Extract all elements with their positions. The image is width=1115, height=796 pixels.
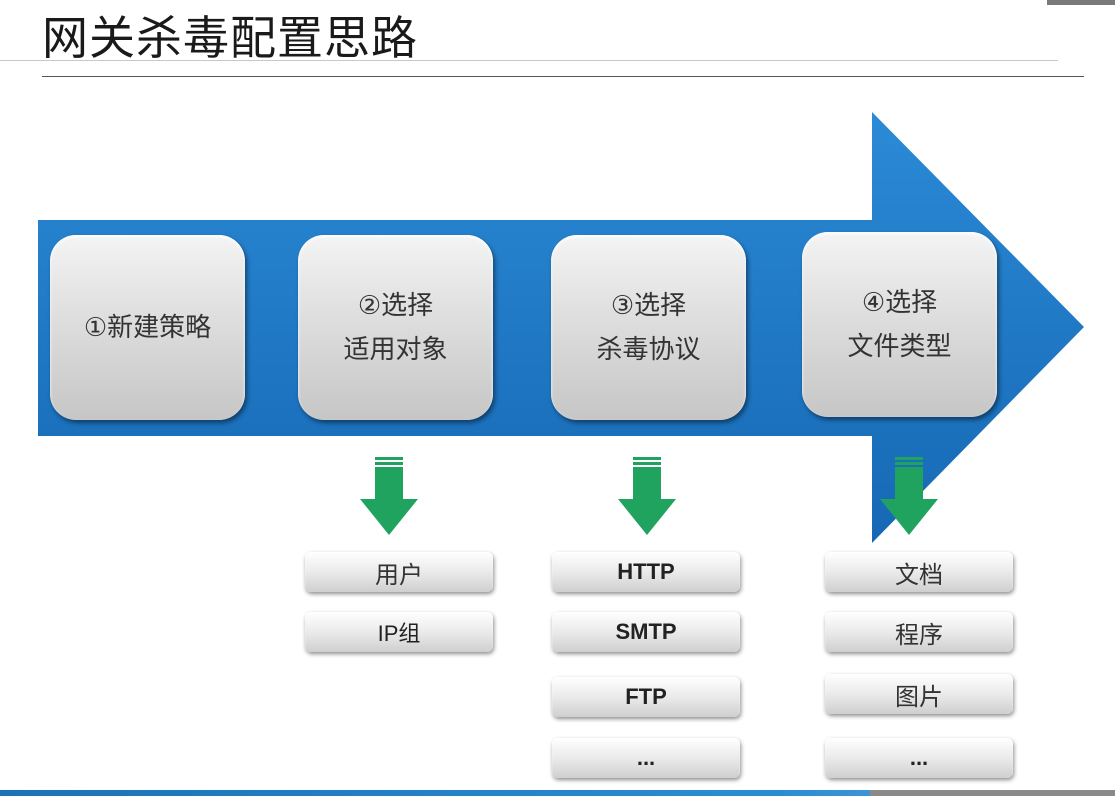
title-underline [42, 76, 1084, 77]
footer-bar-accent [870, 790, 1115, 796]
protocol-item-http: HTTP [552, 552, 740, 592]
step-4-line2: 文件类型 [847, 331, 952, 362]
step-1-new-policy: ①新建策略 [50, 235, 245, 420]
protocol-item-more: ... [552, 738, 740, 778]
step-1-label: ①新建策略 [83, 312, 212, 343]
protocol-item-ftp: FTP [552, 677, 740, 717]
filetype-item-image: 图片 [825, 674, 1013, 714]
corner-tab [1047, 0, 1115, 5]
step-3-line2: 杀毒协议 [596, 334, 701, 365]
step-2-select-target: ②选择 适用对象 [298, 235, 493, 420]
protocol-item-smtp: SMTP [552, 612, 740, 652]
step-4-line1: ④选择 [861, 287, 938, 318]
step-2-line1: ②选择 [357, 290, 434, 321]
step-2-line2: 适用对象 [343, 334, 448, 365]
filetype-item-document: 文档 [825, 552, 1013, 592]
step-3-select-protocol: ③选择 杀毒协议 [551, 235, 746, 420]
target-item-ip-group: IP组 [305, 612, 493, 652]
step-4-select-file-type: ④选择 文件类型 [802, 232, 997, 417]
top-rule [0, 60, 1058, 61]
down-arrow-icon [618, 457, 676, 535]
target-item-user: 用户 [305, 552, 493, 592]
filetype-item-more: ... [825, 738, 1013, 778]
footer-bar [0, 790, 1115, 796]
down-arrow-icon [360, 457, 418, 535]
step-3-line1: ③选择 [610, 290, 687, 321]
filetype-item-program: 程序 [825, 612, 1013, 652]
down-arrow-icon [880, 457, 938, 535]
page-title: 网关杀毒配置思路 [42, 11, 418, 65]
